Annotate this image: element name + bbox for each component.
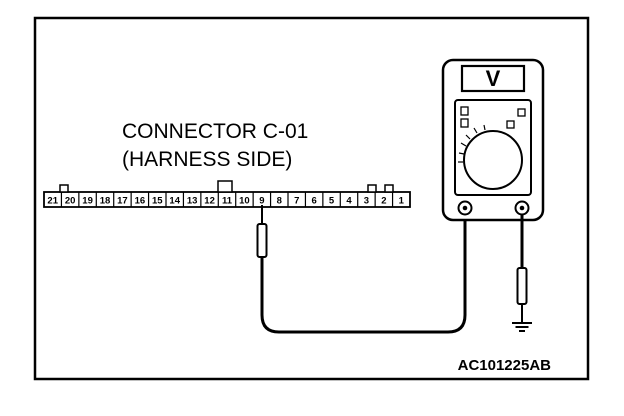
mode-indicator-1 <box>460 106 469 116</box>
pin-label-19: 19 <box>82 196 93 207</box>
connector-title-line2: (HARNESS SIDE) <box>122 148 292 171</box>
pin-label-4: 4 <box>346 196 352 207</box>
pin-label-17: 17 <box>117 196 128 207</box>
pin-label-12: 12 <box>204 196 215 207</box>
voltmeter-display <box>460 64 526 93</box>
figure-code: AC101225AB <box>458 357 552 374</box>
pin-label-16: 16 <box>135 196 146 207</box>
pin-label-6: 6 <box>311 196 316 207</box>
test-probe <box>256 205 268 258</box>
pin-label-21: 21 <box>47 196 58 207</box>
diagram-frame <box>33 16 590 381</box>
mode-indicator-3 <box>517 108 526 117</box>
pin-label-9: 9 <box>259 196 264 207</box>
dial-ticks <box>458 124 486 163</box>
pin-label-14: 14 <box>169 196 180 207</box>
pin-label-2: 2 <box>381 196 386 207</box>
probe-tip <box>256 223 268 258</box>
volt-terminal-center <box>519 205 525 211</box>
probe-lead-wire <box>260 210 467 334</box>
com-terminal-center <box>462 205 468 211</box>
pin-label-3: 3 <box>364 196 369 207</box>
connector-latch <box>217 180 233 193</box>
pin-label-18: 18 <box>100 196 111 207</box>
mode-indicator-4 <box>506 120 515 129</box>
voltage-symbol: V <box>486 66 501 91</box>
pin-label-15: 15 <box>152 196 163 207</box>
connector-tab-right-2 <box>384 184 394 193</box>
connector-tab-left <box>59 184 69 193</box>
connector-title-line1: CONNECTOR C-01 <box>122 120 308 143</box>
pin-label-20: 20 <box>65 196 76 207</box>
connector-tab-right-1 <box>367 184 377 193</box>
pin-label-11: 11 <box>222 196 233 207</box>
pin-label-13: 13 <box>187 196 198 207</box>
voltmeter: V <box>441 58 545 222</box>
ground-symbol-icon <box>512 322 532 332</box>
pin-label-7: 7 <box>294 196 299 207</box>
mode-indicator-2 <box>460 118 469 128</box>
pin-label-8: 8 <box>277 196 282 207</box>
pin-label-1: 1 <box>399 196 405 207</box>
pin-label-5: 5 <box>329 196 335 207</box>
ground-probe <box>516 267 528 305</box>
pin-label-10: 10 <box>239 196 250 207</box>
selector-dial <box>463 130 523 190</box>
ground-lead <box>516 214 528 323</box>
